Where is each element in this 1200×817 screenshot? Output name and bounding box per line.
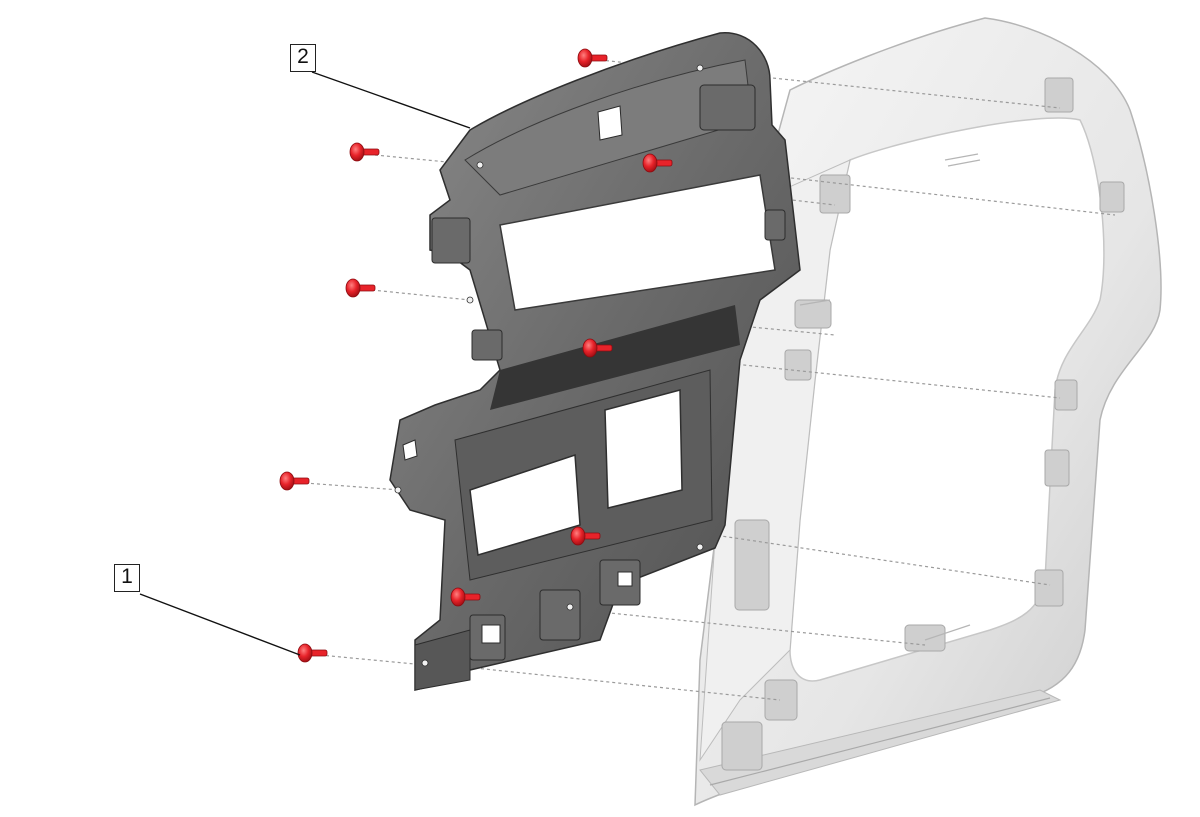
- fastener-screws: [279, 48, 673, 663]
- leader-line-2: [311, 71, 471, 129]
- screw-1: [577, 48, 608, 68]
- screw-7: [570, 526, 601, 546]
- screw-4: [345, 278, 376, 298]
- trim-panel: [694, 17, 1162, 807]
- mounting-bracket: [389, 32, 801, 691]
- screw-3: [642, 153, 673, 173]
- screw-6: [279, 471, 310, 491]
- screw-5: [582, 338, 613, 358]
- callout-label-1: 1: [114, 564, 140, 592]
- screw-8: [450, 587, 481, 607]
- callout-label-2: 2: [290, 44, 316, 72]
- leader-line-1: [139, 593, 301, 656]
- callout-leaders: [139, 71, 471, 656]
- screw-2: [349, 142, 380, 162]
- screw-9: [297, 643, 328, 663]
